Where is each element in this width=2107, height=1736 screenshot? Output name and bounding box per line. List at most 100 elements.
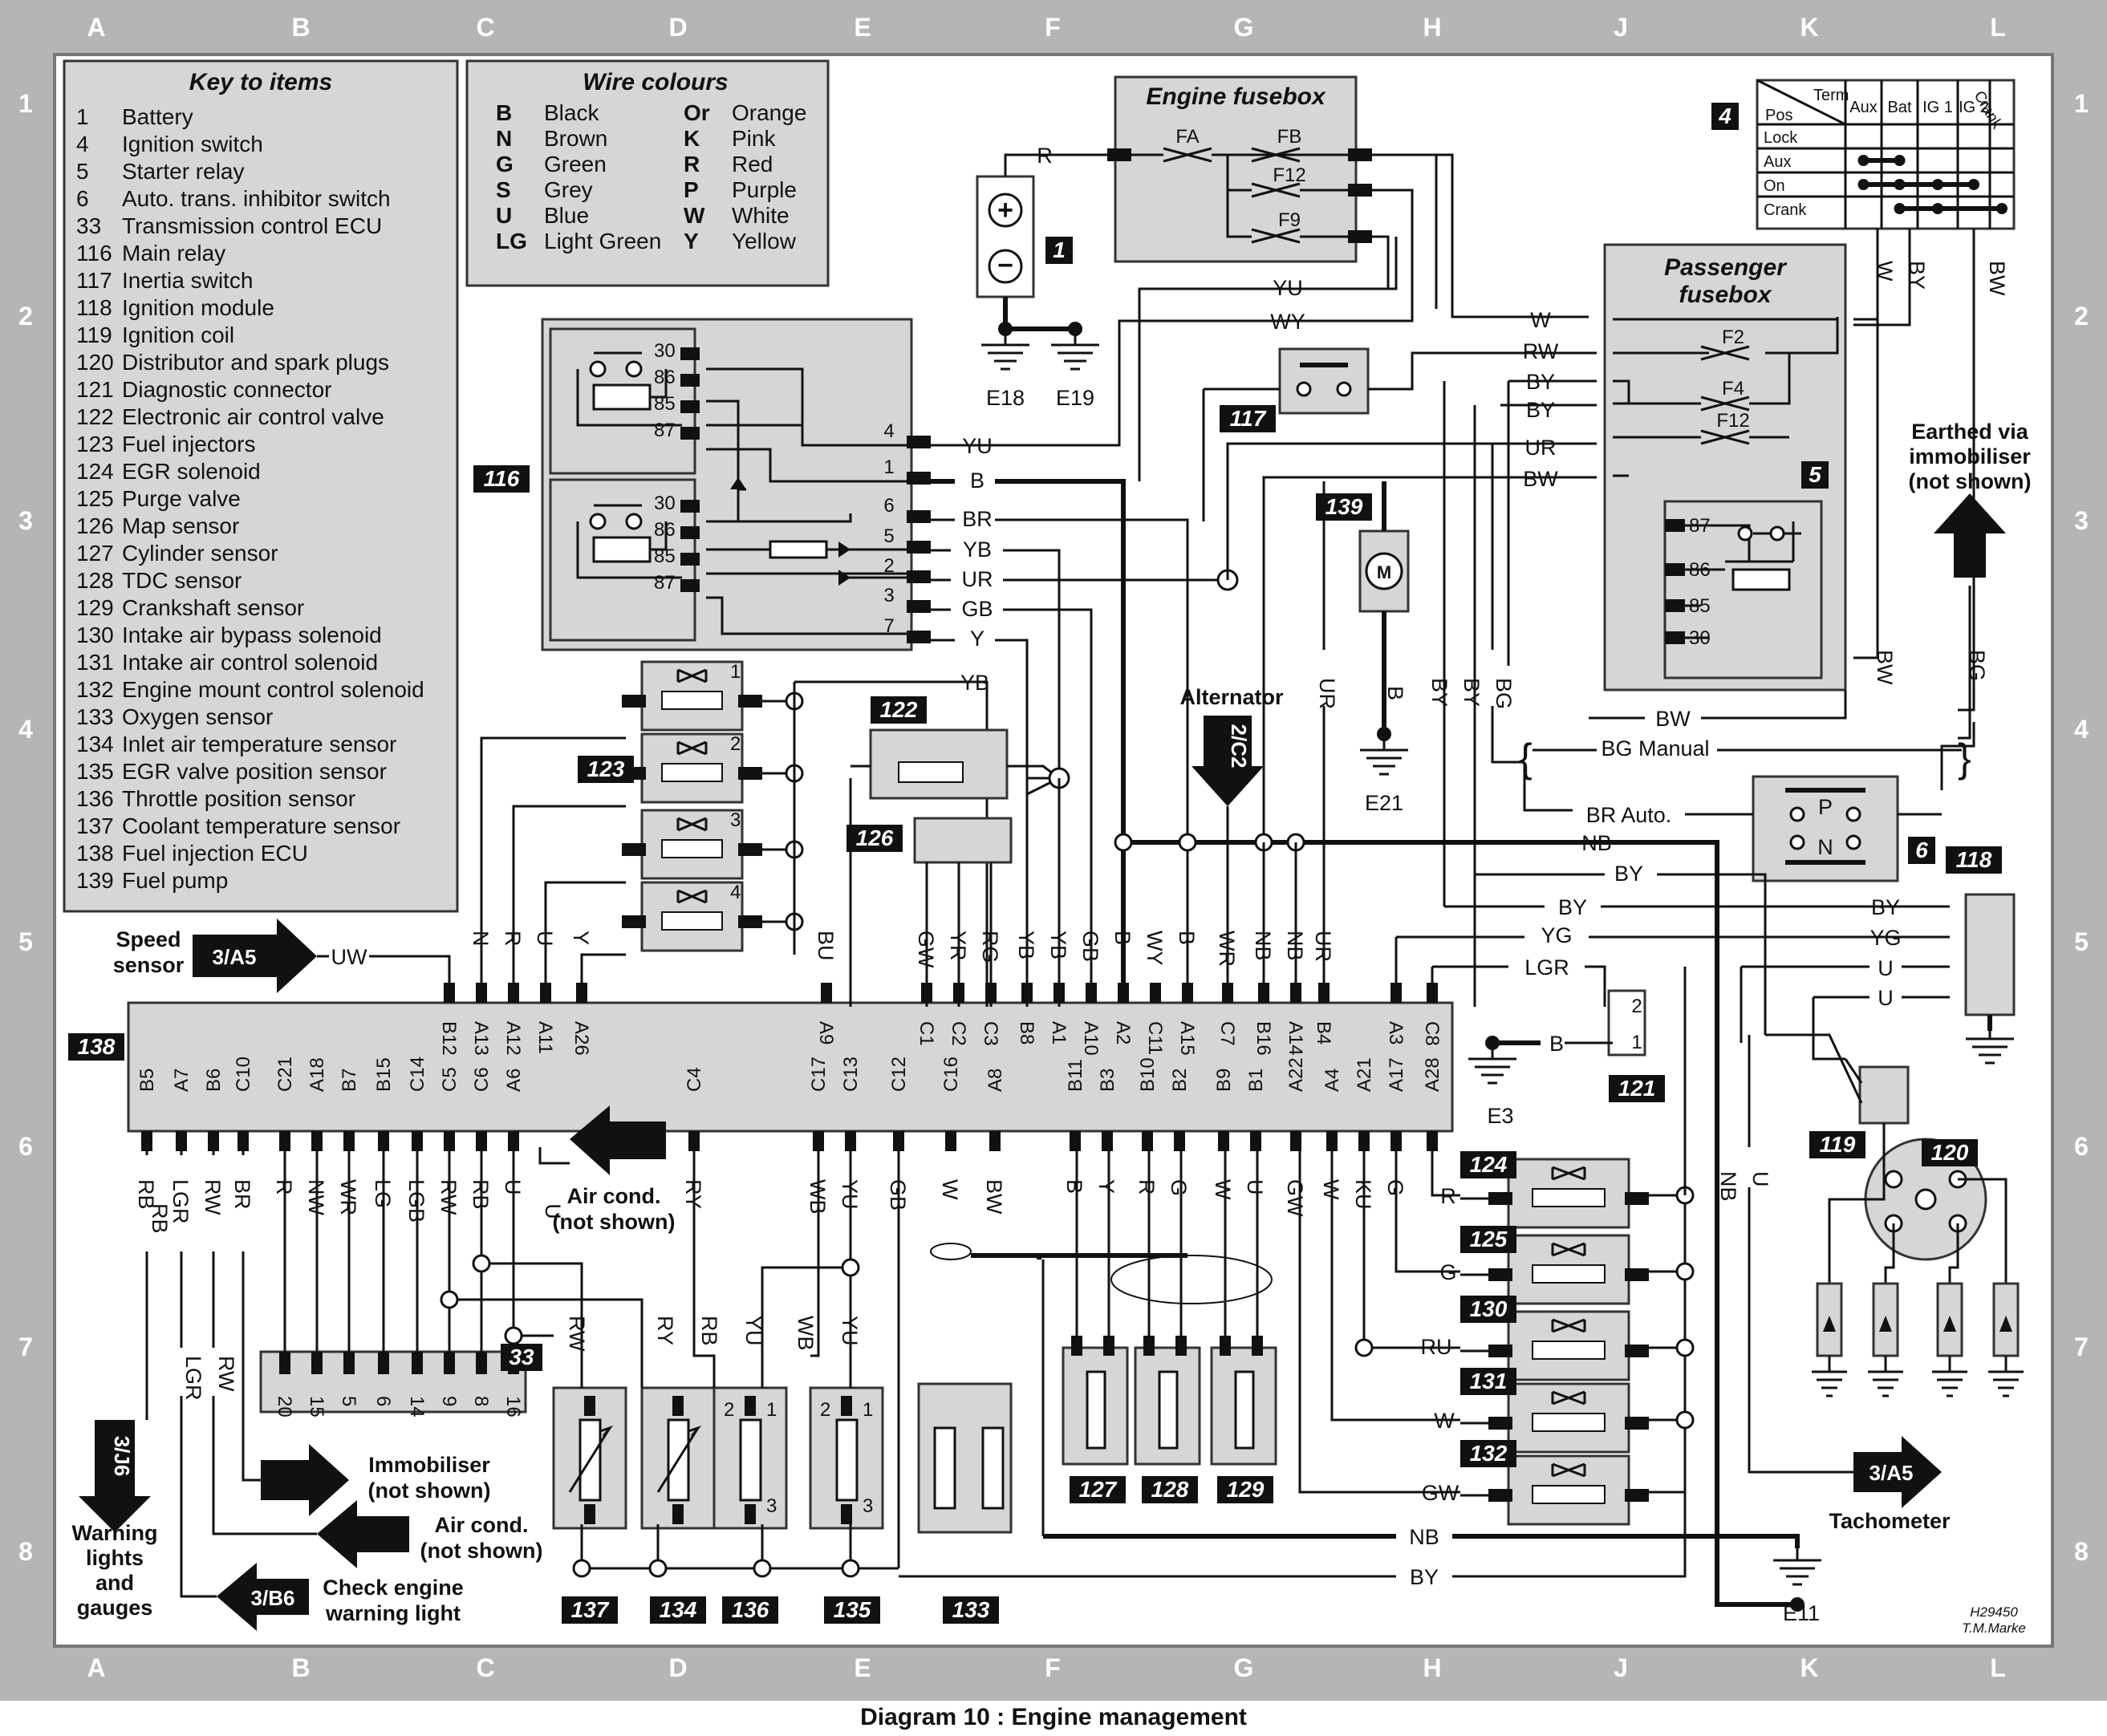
item-tag-label: 130 [1470,1296,1508,1321]
relay-pin-label: 87 [654,420,676,441]
ecu-bottom-pin: A7 [171,1069,193,1092]
earth-e18-icon [981,329,1029,371]
ign-dot [1894,179,1906,190]
key-item-label: Starter relay [122,159,245,184]
fuse-fa: FA [1175,126,1199,148]
wire-label-bw-v: BW [1873,650,1897,685]
ecu-bottom-pin: C21 [274,1057,296,1092]
key-panel [63,59,459,913]
item-tag-label: 120 [1931,1140,1969,1165]
tcu-pin: 9 [438,1396,460,1406]
item-tag-label: 121 [1618,1076,1656,1101]
fuse-f2: F2 [1722,327,1744,348]
connector [1150,983,1161,1003]
connector [1625,1345,1649,1357]
injector-valve-icon [676,889,708,904]
item-tag [1220,405,1276,432]
connector [680,553,700,566]
bg-manual-label: BG Manual [1601,736,1709,761]
connector [907,631,931,643]
ign-dot [1894,155,1906,166]
ecu-bottom-pin: C6 [471,1067,493,1092]
connector [672,1396,684,1416]
item-tag-label: 135 [834,1597,871,1622]
connector [672,1504,684,1524]
solenoid-valve-icon [1551,1242,1586,1257]
wire-label-yg-118: YG [1870,926,1901,950]
injector-number: 4 [730,882,741,903]
ecu-bottom-pin: A17 [1386,1057,1407,1092]
item-tag [1142,1476,1198,1503]
frame-row-right: 8 [2074,1537,2089,1566]
item-tag [1922,1139,1978,1166]
item-tag [943,1596,999,1624]
item-tag-label: 132 [1470,1441,1508,1466]
wire-colour-code: U [496,203,512,228]
connector [1390,983,1402,1003]
fusebox-connector [1348,184,1372,197]
wire-label-rw-pf: RW [1523,339,1559,363]
key-item-label: Fuel injectors [122,432,256,456]
ecu-top-pin: A13 [470,1021,492,1056]
injector-valve-icon [676,740,708,756]
diagram-caption: Diagram 10 : Engine management [860,1704,1247,1730]
frame-col-bottom: B [291,1653,310,1682]
connector [412,1352,423,1374]
fusebox-connector [1348,148,1372,161]
connector [1488,1192,1512,1205]
wire-label-yu: YU [1273,276,1303,300]
item-tag-label: 131 [1470,1369,1508,1393]
key-item-label: Throttle position sensor [122,786,355,811]
solenoid-valve-icon [1551,1390,1586,1405]
key-item-number: 131 [76,650,114,675]
ecu-bottom-wire: LGR [168,1179,193,1224]
item-tag [1045,237,1073,264]
wire-label-by-h1: BY [1614,862,1643,886]
junction [472,1254,491,1273]
injector-coil [661,763,723,782]
ecu-top-pin: A15 [1176,1021,1198,1056]
relay-pin-label: 30 [654,493,676,514]
connector [1665,631,1685,644]
key-item-label: Battery [122,104,193,129]
connector [444,1352,455,1374]
wire-colour-name: Black [544,100,599,125]
ign-dot [1968,179,1979,190]
frame-col-top: J [1614,13,1628,42]
speed-sensor-ref: 3/A5 [213,945,257,969]
crank-sensors [1062,1151,1277,1466]
ign-col: IG 2 [1959,99,1989,116]
wire-label-bw-bottom: BW [1655,707,1691,731]
relay-pin-label: 86 [654,367,676,388]
sensor-pin: 1 [766,1399,777,1421]
key-item-label: Auto. trans. inhibitor switch [122,186,391,211]
frame-col-bottom: L [1990,1653,2006,1682]
wire-colours-title: Wire colours [583,69,728,95]
wire-colour-code: R [684,152,700,176]
connector [1625,1489,1649,1502]
sensor-wires [449,1151,852,1388]
ecu-top-pin: A12 [502,1021,524,1056]
fuse-f12b: F12 [1716,410,1749,432]
relay-pin-label: 30 [654,340,676,362]
connector [311,1352,323,1374]
key-item-label: Cylinder sensor [122,541,278,566]
fuel-injection-ecu [127,1001,1454,1133]
wire-label-by-bottom: BY [1410,1565,1439,1589]
connector [907,600,931,613]
solenoid-coil [1532,1341,1606,1360]
ecu-bottom-pin: B7 [339,1069,360,1092]
inertia-switch [1278,347,1370,415]
earth-e11-icon [1773,1548,1821,1586]
ecu-top-wire: Y [569,931,593,945]
item-tag-label: 128 [1151,1477,1189,1502]
wire-label-nb-v: NB [1716,1171,1740,1202]
frame-row-left: 3 [18,506,33,535]
ign-col: Aux [1849,99,1877,116]
up-arrow-icon [1934,493,2006,578]
connector [1252,1336,1263,1356]
ecu-bottom-pin: C13 [840,1057,862,1092]
